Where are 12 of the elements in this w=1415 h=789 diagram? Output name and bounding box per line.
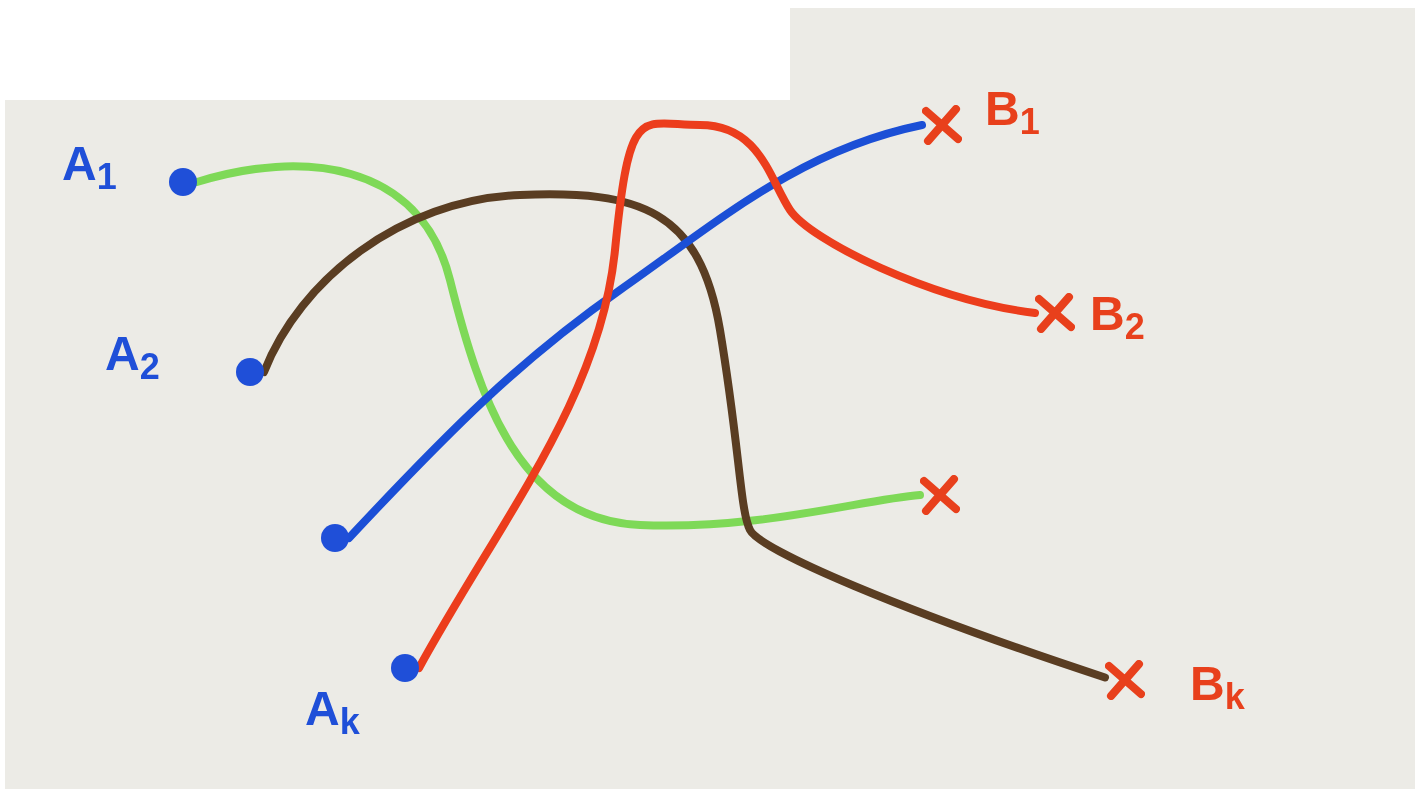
point-label: A$_{1}$	[62, 140, 117, 188]
cross-marker	[1035, 293, 1075, 333]
cross-marker	[1105, 660, 1145, 700]
point-label: B$_{2}$	[1090, 290, 1145, 338]
point-label: B$_{k}$	[1190, 660, 1245, 708]
point-label: A$_{2}$	[105, 330, 160, 378]
cross-marker	[920, 475, 960, 515]
point-label: A$_{k}$	[305, 685, 360, 733]
connector-line	[415, 119, 1039, 672]
point-label: B$_{1}$	[985, 85, 1040, 133]
cross-marker	[922, 105, 962, 145]
connector-line	[260, 190, 1109, 682]
